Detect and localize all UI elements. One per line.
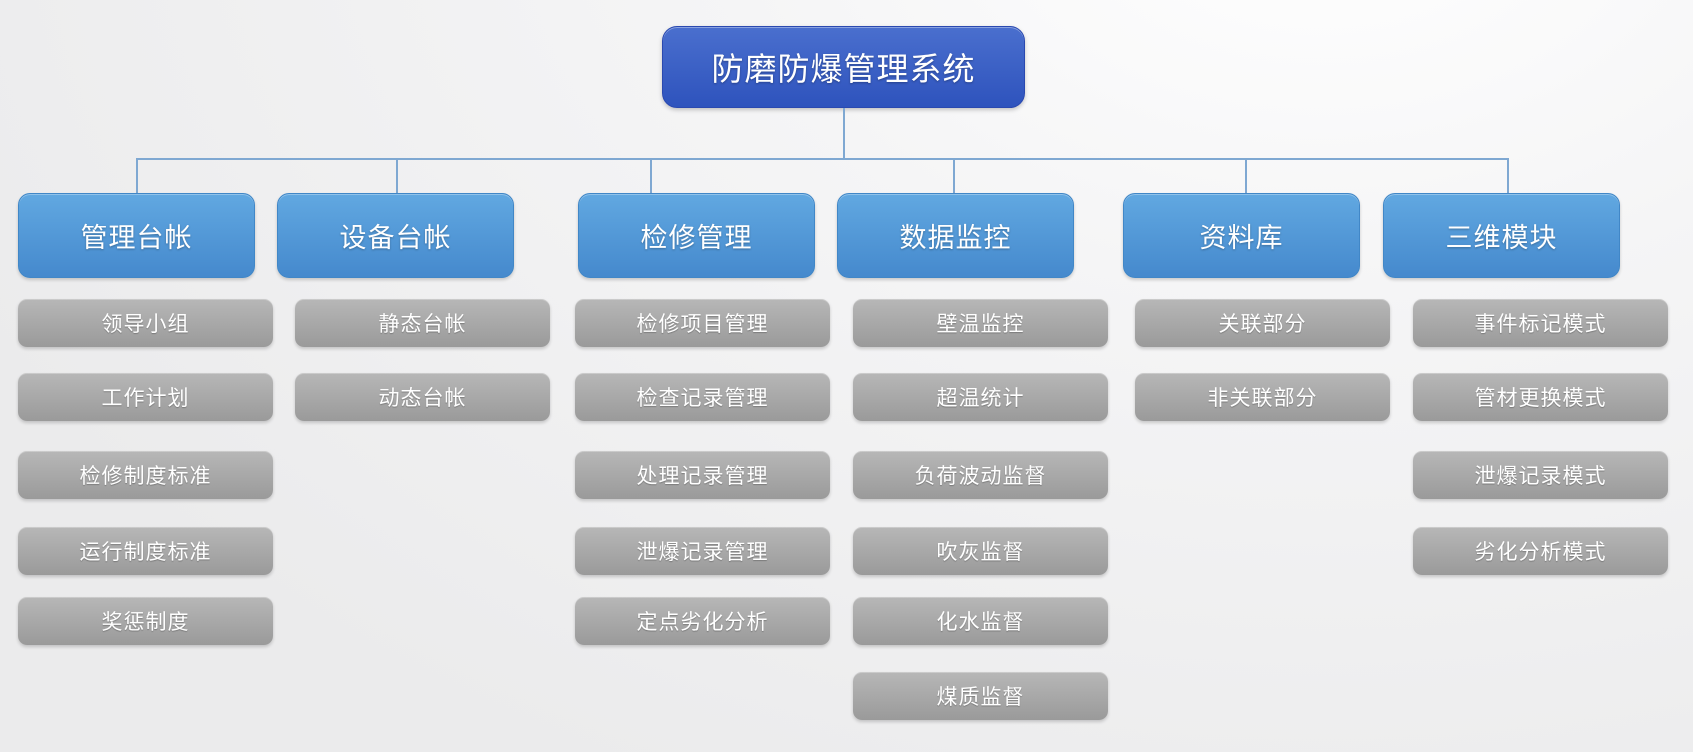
child-node: 运行制度标准 [18, 527, 273, 575]
child-node: 泄爆记录模式 [1413, 451, 1668, 499]
branch-node-label: 检修管理 [640, 223, 753, 253]
child-node: 工作计划 [18, 373, 273, 421]
child-node: 检修制度标准 [18, 451, 273, 499]
child-node-label: 泄爆记录管理 [636, 541, 769, 564]
child-node: 处理记录管理 [575, 451, 830, 499]
child-node-label: 泄爆记录模式 [1474, 465, 1607, 488]
connector-line [650, 158, 652, 193]
child-node-label: 动态台帐 [378, 387, 467, 410]
child-node: 动态台帐 [295, 373, 550, 421]
child-node-label: 壁温监控 [936, 313, 1025, 336]
child-node-label: 奖惩制度 [101, 611, 190, 634]
connector-line [396, 158, 398, 193]
connector-line [136, 158, 1507, 160]
child-node-label: 静态台帐 [378, 313, 467, 336]
branch-node: 三维模块 [1383, 193, 1620, 278]
child-node-label: 定点劣化分析 [636, 611, 769, 634]
child-node-label: 煤质监督 [936, 686, 1025, 709]
child-node-label: 事件标记模式 [1474, 313, 1607, 336]
child-node-label: 负荷波动监督 [914, 465, 1047, 488]
branch-node: 数据监控 [837, 193, 1074, 278]
branch-node-label: 资料库 [1199, 223, 1284, 253]
child-node: 泄爆记录管理 [575, 527, 830, 575]
child-node-label: 化水监督 [936, 611, 1025, 634]
child-node: 管材更换模式 [1413, 373, 1668, 421]
branch-node: 资料库 [1123, 193, 1360, 278]
branch-node: 管理台帐 [18, 193, 255, 278]
child-node-label: 工作计划 [101, 387, 190, 410]
child-node: 定点劣化分析 [575, 597, 830, 645]
child-node-label: 超温统计 [936, 387, 1025, 410]
branch-node: 设备台帐 [277, 193, 514, 278]
child-node: 检查记录管理 [575, 373, 830, 421]
child-node: 领导小组 [18, 299, 273, 347]
child-node-label: 吹灰监督 [936, 541, 1025, 564]
connector-line [843, 108, 845, 158]
child-node-label: 非关联部分 [1207, 387, 1318, 410]
child-node-label: 劣化分析模式 [1474, 541, 1607, 564]
branch-node-label: 三维模块 [1445, 223, 1558, 253]
child-node: 负荷波动监督 [853, 451, 1108, 499]
child-node-label: 处理记录管理 [636, 465, 769, 488]
branch-node-label: 数据监控 [899, 223, 1012, 253]
child-node: 吹灰监督 [853, 527, 1108, 575]
child-node: 超温统计 [853, 373, 1108, 421]
child-node-label: 检查记录管理 [636, 387, 769, 410]
child-node: 化水监督 [853, 597, 1108, 645]
child-node-label: 检修项目管理 [636, 313, 769, 336]
child-node: 壁温监控 [853, 299, 1108, 347]
child-node: 煤质监督 [853, 672, 1108, 720]
branch-node: 检修管理 [578, 193, 815, 278]
child-node-label: 检修制度标准 [79, 465, 212, 488]
connector-line [136, 158, 138, 193]
child-node: 关联部分 [1135, 299, 1390, 347]
connector-line [1245, 158, 1247, 193]
child-node: 静态台帐 [295, 299, 550, 347]
connector-line [953, 158, 955, 193]
child-node: 非关联部分 [1135, 373, 1390, 421]
child-node-label: 运行制度标准 [79, 541, 212, 564]
branch-node-label: 设备台帐 [339, 223, 452, 253]
child-node-label: 领导小组 [101, 313, 190, 336]
root-node-label: 防磨防爆管理系统 [711, 51, 976, 87]
child-node: 事件标记模式 [1413, 299, 1668, 347]
child-node: 检修项目管理 [575, 299, 830, 347]
connector-line [1507, 158, 1509, 193]
child-node: 奖惩制度 [18, 597, 273, 645]
child-node: 劣化分析模式 [1413, 527, 1668, 575]
child-node-label: 管材更换模式 [1474, 387, 1607, 410]
root-node: 防磨防爆管理系统 [662, 26, 1025, 108]
branch-node-label: 管理台帐 [80, 223, 193, 253]
child-node-label: 关联部分 [1218, 313, 1307, 336]
